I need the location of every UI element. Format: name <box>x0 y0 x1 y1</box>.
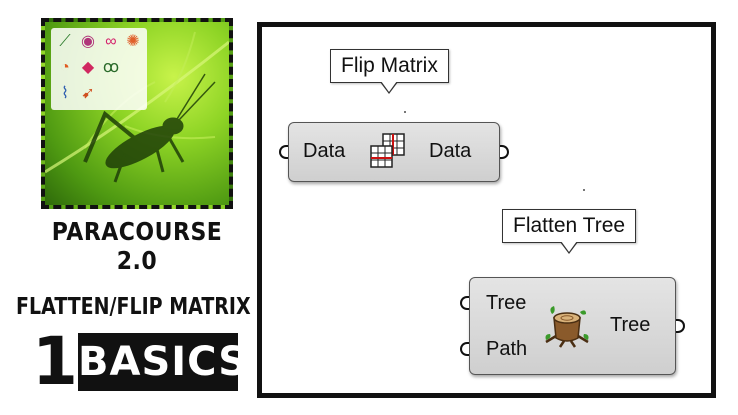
spring-tool-icon: ꝏ <box>102 59 120 76</box>
flatten-tree-tooltip-text: Flatten Tree <box>513 214 626 237</box>
flatten-tree-input-tree-grip[interactable] <box>460 296 469 310</box>
grasshopper-image <box>45 31 229 183</box>
course-title: PARACOURSE 2.0 <box>51 218 223 276</box>
flip-matrix-output-data[interactable]: Data <box>429 140 472 162</box>
diamond-tool-icon: ◆ <box>81 59 95 76</box>
flatten-tree-input-path[interactable]: Path <box>486 338 528 360</box>
lesson-number: 1 <box>32 323 78 400</box>
canvas-dot <box>583 189 585 191</box>
pie-tool-icon: ◔ <box>60 59 70 76</box>
eye-tool-icon: ◉ <box>81 33 95 50</box>
graph-tool-icon: ⌇ <box>61 85 69 102</box>
grasshopper-leaf-image: ⟋ ◉ ∞ ✺ ◔ ◆ ꝏ ⌇ ➹ <box>41 18 233 209</box>
flatten-tree-tooltip: Flatten Tree <box>502 209 637 254</box>
flip-matrix-tooltip-text: Flip Matrix <box>341 54 438 77</box>
grasshopper-toolbar-icons: ⟋ ◉ ∞ ✺ ◔ ◆ ꝏ ⌇ ➹ <box>51 28 147 110</box>
flatten-tree-input-tree[interactable]: Tree <box>486 292 527 314</box>
tree-stump-icon <box>544 304 590 353</box>
flip-matrix-component[interactable]: Data Data <box>279 122 509 182</box>
flip-matrix-input-data[interactable]: Data <box>303 140 346 162</box>
flatten-tree-output-tree[interactable]: Tree <box>610 314 651 336</box>
knot-tool-icon: ∞ <box>105 33 117 50</box>
flip-matrix-icon <box>369 132 407 175</box>
course-thumbnail: ⟋ ◉ ∞ ✺ ◔ ◆ ꝏ ⌇ ➹ <box>37 14 237 213</box>
flip-matrix-output-grip[interactable] <box>500 145 509 159</box>
arrow-tool-icon: ➹ <box>81 85 95 102</box>
flatten-tree-component[interactable]: Tree Path Tree <box>460 277 685 375</box>
flatten-tree-input-path-grip[interactable] <box>460 342 469 356</box>
flip-matrix-tooltip: Flip Matrix <box>330 49 449 94</box>
flatten-tree-output-grip[interactable] <box>676 319 685 333</box>
flip-matrix-input-grip[interactable] <box>279 145 288 159</box>
curve-tool-icon: ⟋ <box>59 33 71 50</box>
canvas-dot <box>404 111 406 113</box>
color-wheel-icon: ✺ <box>126 33 140 50</box>
level-badge: BASICS <box>78 333 247 391</box>
lesson-topic: FLATTEN/FLIP MATRIX <box>16 293 251 321</box>
grasshopper-canvas[interactable]: Flip Matrix Data Data <box>257 22 716 398</box>
